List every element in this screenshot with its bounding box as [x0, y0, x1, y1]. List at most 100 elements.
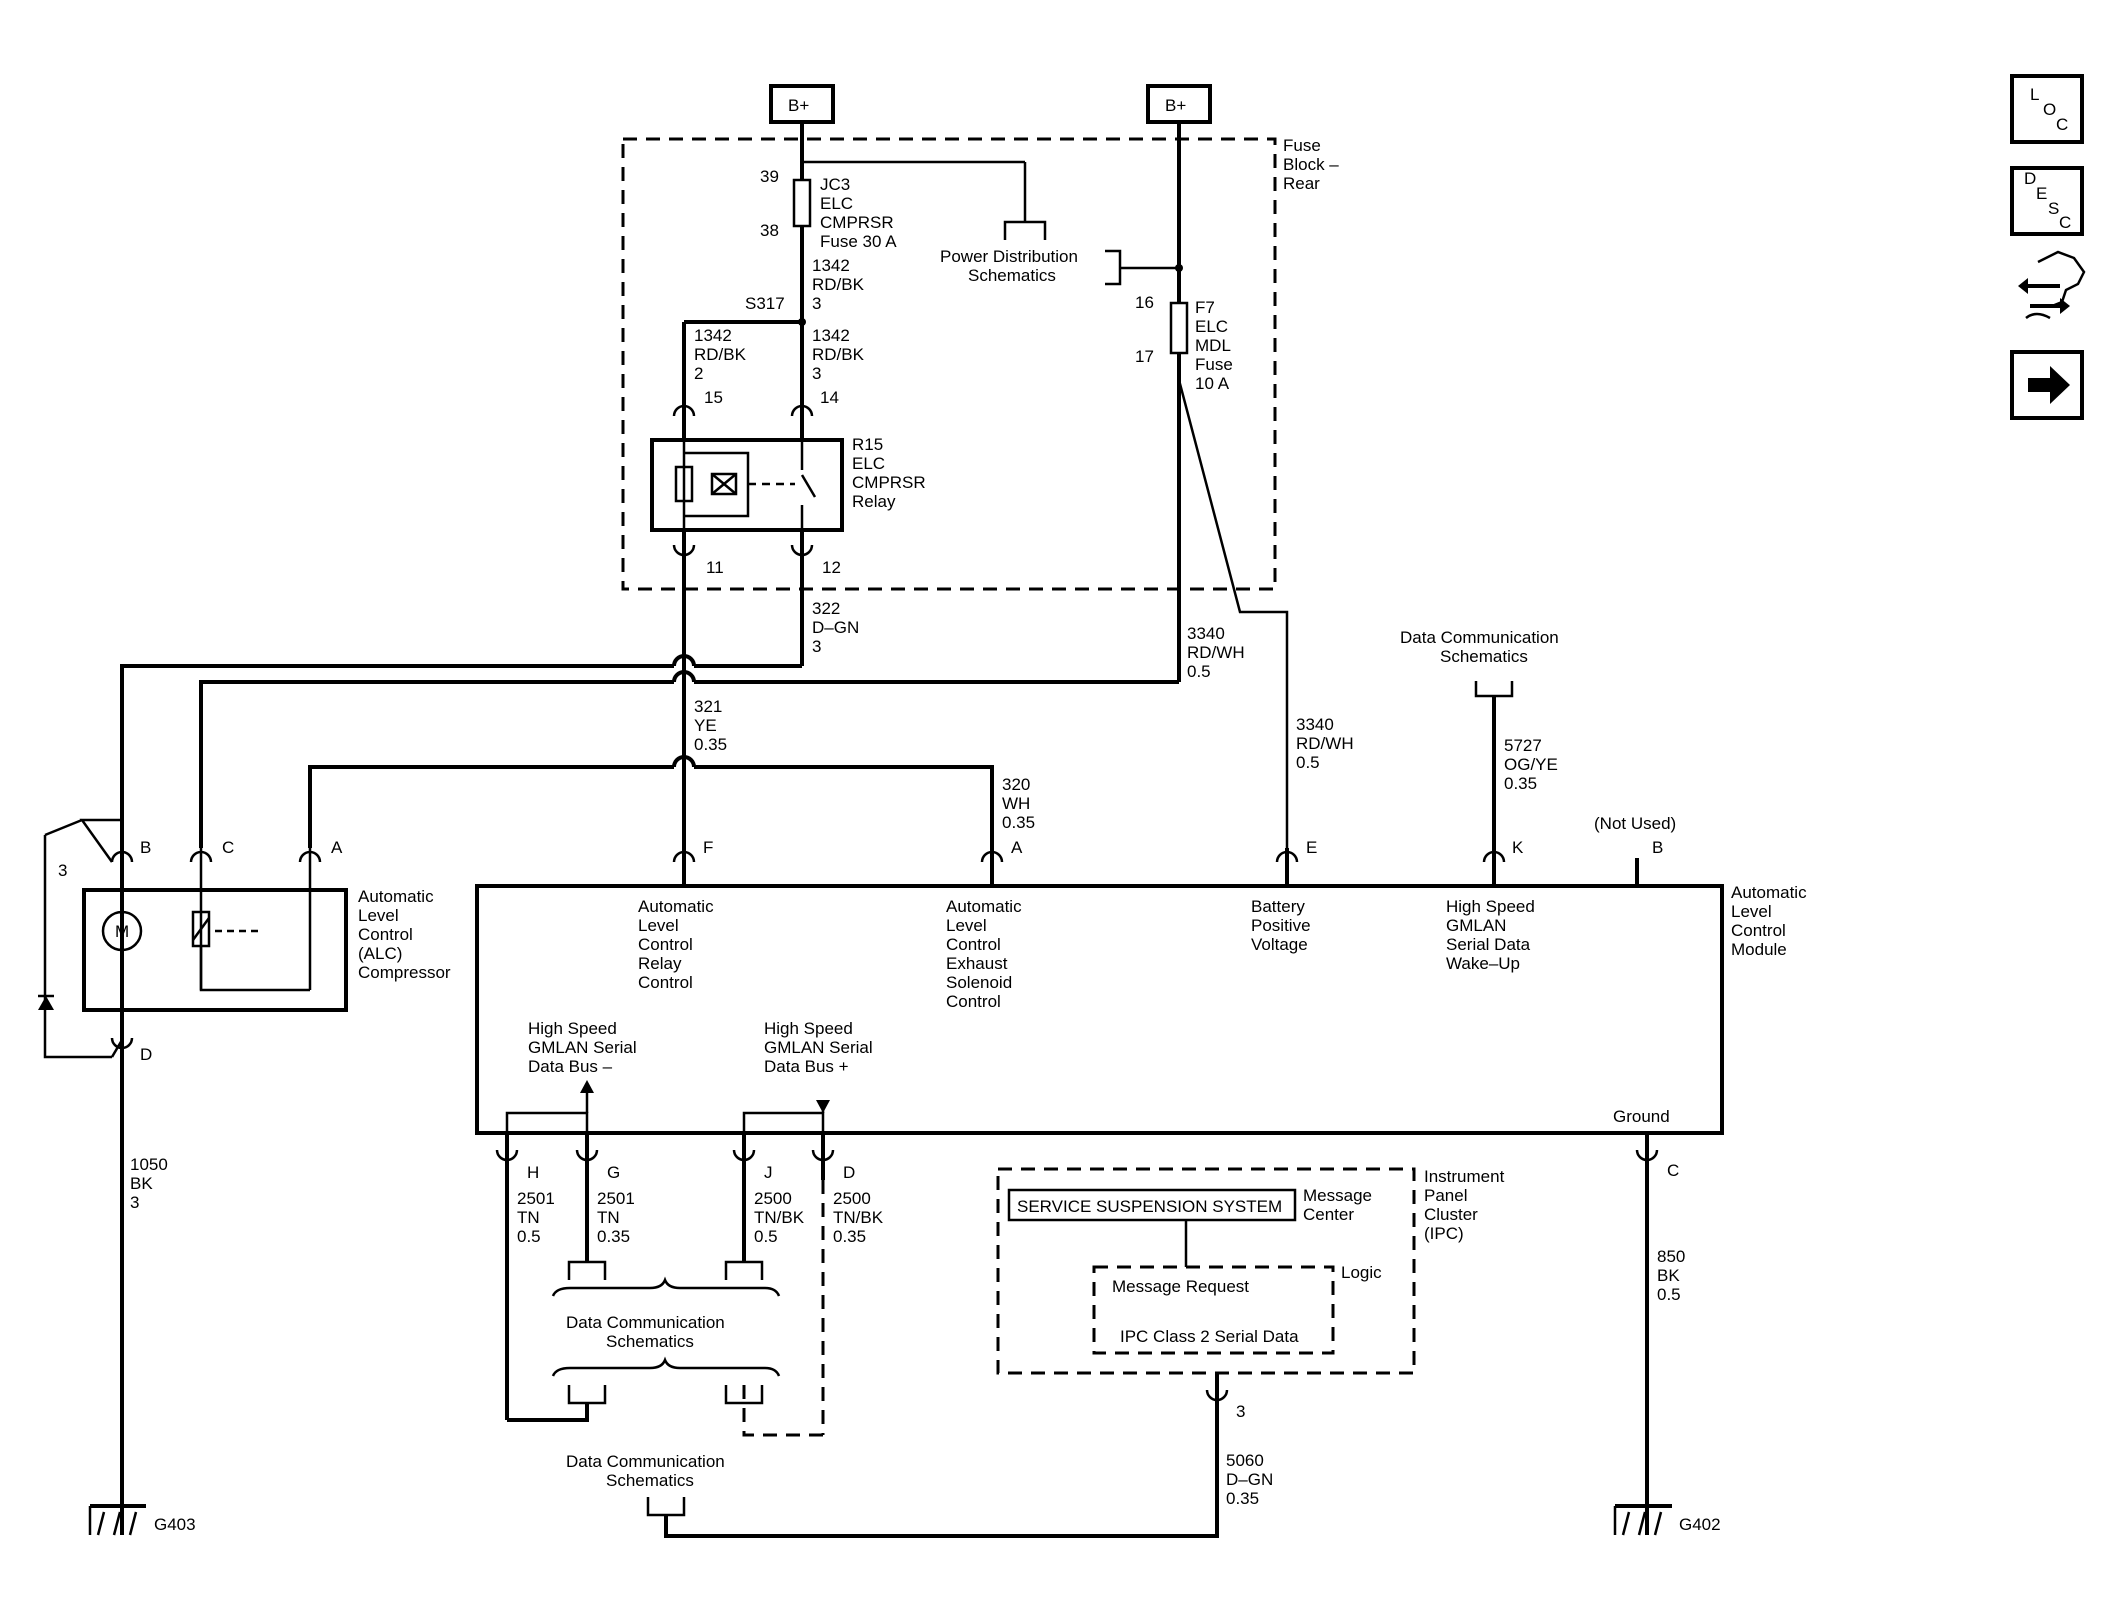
b-plus-left: B+ — [769, 84, 835, 124]
svg-text:Data Communication: Data Communication — [566, 1452, 725, 1471]
svg-text:Panel: Panel — [1424, 1186, 1467, 1205]
svg-text:Automatic: Automatic — [1731, 883, 1807, 902]
svg-text:(ALC): (ALC) — [358, 944, 402, 963]
wire-1342-left-label: 1342 RD/BK 2 — [694, 326, 747, 383]
svg-text:ELC: ELC — [852, 454, 885, 473]
svg-text:Instrument: Instrument — [1424, 1167, 1505, 1186]
svg-text:L: L — [2030, 85, 2039, 104]
svg-text:38: 38 — [760, 221, 779, 240]
wire-3340-upper-label: 3340 RD/WH 0.5 — [1187, 624, 1245, 681]
svg-text:3: 3 — [812, 637, 821, 656]
svg-text:3: 3 — [812, 364, 821, 383]
svg-text:Schematics: Schematics — [606, 1332, 694, 1351]
svg-text:C: C — [2059, 213, 2071, 232]
splice-s317: S317 — [745, 294, 785, 313]
svg-text:Control: Control — [946, 935, 1001, 954]
ipc-label: Instrument Panel Cluster (IPC) — [1424, 1167, 1505, 1243]
svg-text:Control: Control — [358, 925, 413, 944]
svg-text:850: 850 — [1657, 1247, 1685, 1266]
svg-text:MDL: MDL — [1195, 336, 1231, 355]
description-nav-button[interactable]: D E S C — [2010, 166, 2084, 236]
svg-text:Schematics: Schematics — [968, 266, 1056, 285]
svg-text:F7: F7 — [1195, 298, 1215, 317]
svg-text:320: 320 — [1002, 775, 1030, 794]
svg-text:O: O — [2043, 100, 2056, 119]
ipc-class2-label: IPC Class 2 Serial Data — [1120, 1327, 1299, 1346]
motor-icon — [101, 910, 143, 952]
svg-text:Schematics: Schematics — [1440, 647, 1528, 666]
ground-g402: G402 — [1613, 1504, 1721, 1536]
next-page-button[interactable] — [2010, 350, 2084, 420]
svg-text:H: H — [527, 1163, 539, 1182]
svg-text:3: 3 — [812, 294, 821, 313]
svg-text:Automatic: Automatic — [358, 887, 434, 906]
svg-text:Data Communication: Data Communication — [566, 1313, 725, 1332]
wire-1342-right-label: 1342 RD/BK 3 — [812, 326, 865, 383]
svg-text:D–GN: D–GN — [1226, 1470, 1273, 1489]
svg-text:ELC: ELC — [1195, 317, 1228, 336]
svg-text:D–GN: D–GN — [812, 618, 859, 637]
wire-321-label: 321 YE 0.35 — [694, 697, 727, 754]
svg-text:F: F — [703, 838, 713, 857]
module-bus-pos-label: High Speed GMLAN Serial Data Bus + — [764, 1019, 873, 1076]
svg-text:R15: R15 — [852, 435, 883, 454]
svg-text:322: 322 — [812, 599, 840, 618]
svg-text:10 A: 10 A — [1195, 374, 1230, 393]
svg-text:Schematics: Schematics — [606, 1471, 694, 1490]
wire-5727-label: 5727 OG/YE 0.35 — [1504, 736, 1558, 793]
svg-text:High Speed: High Speed — [528, 1019, 617, 1038]
ipc-logic-label: Logic — [1341, 1263, 1382, 1282]
svg-text:1050: 1050 — [130, 1155, 168, 1174]
svg-text:Data Communication: Data Communication — [1400, 628, 1559, 647]
wire-322-label: 322 D–GN 3 — [812, 599, 859, 656]
svg-text:ELC: ELC — [820, 194, 853, 213]
wire-2500-d-label: 2500 TN/BK 0.35 — [833, 1189, 884, 1246]
svg-text:YE: YE — [694, 716, 717, 735]
svg-text:TN: TN — [597, 1208, 620, 1227]
svg-text:Cluster: Cluster — [1424, 1205, 1478, 1224]
wire-2500-j-label: 2500 TN/BK 0.5 — [754, 1189, 805, 1246]
module-f-label: Automatic Level Control Relay Control — [638, 897, 714, 992]
svg-text:0.35: 0.35 — [833, 1227, 866, 1246]
location-nav-button[interactable]: L O C — [2010, 74, 2084, 144]
svg-text:Data Bus +: Data Bus + — [764, 1057, 849, 1076]
jc3-label: 39 38 JC3 ELC CMPRSR Fuse 30 A — [760, 167, 897, 251]
svg-text:C: C — [2056, 115, 2068, 134]
svg-text:JC3: JC3 — [820, 175, 850, 194]
svg-text:GMLAN Serial: GMLAN Serial — [528, 1038, 637, 1057]
svg-text:OG/YE: OG/YE — [1504, 755, 1558, 774]
svg-text:2501: 2501 — [597, 1189, 635, 1208]
ipc-pin-3: 3 — [1236, 1402, 1245, 1421]
wire-3340-lower-label: 3340 RD/WH 0.5 — [1296, 715, 1354, 772]
svg-text:GMLAN Serial: GMLAN Serial — [764, 1038, 873, 1057]
svg-text:G402: G402 — [1679, 1515, 1721, 1534]
svg-text:D: D — [2024, 169, 2036, 188]
svg-text:0.5: 0.5 — [754, 1227, 778, 1246]
svg-text:0.5: 0.5 — [1296, 753, 1320, 772]
connector-nav-icon[interactable] — [2018, 250, 2086, 320]
svg-text:Rear: Rear — [1283, 174, 1320, 193]
svg-text:BK: BK — [1657, 1266, 1680, 1285]
svg-text:1342: 1342 — [812, 256, 850, 275]
svg-text:2: 2 — [694, 364, 703, 383]
svg-text:B+: B+ — [788, 96, 809, 115]
svg-text:16: 16 — [1135, 293, 1154, 312]
svg-text:Control: Control — [638, 935, 693, 954]
svg-text:Level: Level — [1731, 902, 1772, 921]
jc3-fuse — [792, 178, 812, 228]
svg-text:39: 39 — [760, 167, 779, 186]
message-center-label: Message Center — [1303, 1186, 1372, 1224]
svg-text:Wake–Up: Wake–Up — [1446, 954, 1520, 973]
svg-text:Center: Center — [1303, 1205, 1354, 1224]
svg-text:0.35: 0.35 — [1226, 1489, 1259, 1508]
f7-fuse — [1169, 301, 1189, 355]
svg-text:A: A — [1011, 838, 1023, 857]
ground-g403: G403 — [88, 1504, 196, 1536]
svg-text:0.35: 0.35 — [1504, 774, 1537, 793]
svg-text:Exhaust: Exhaust — [946, 954, 1008, 973]
svg-text:RD/WH: RD/WH — [1296, 734, 1354, 753]
svg-text:Data Bus –: Data Bus – — [528, 1057, 613, 1076]
data-comm-mid-ref: Data Communication Schematics — [566, 1313, 725, 1351]
svg-text:Block –: Block – — [1283, 155, 1339, 174]
svg-text:Module: Module — [1731, 940, 1787, 959]
